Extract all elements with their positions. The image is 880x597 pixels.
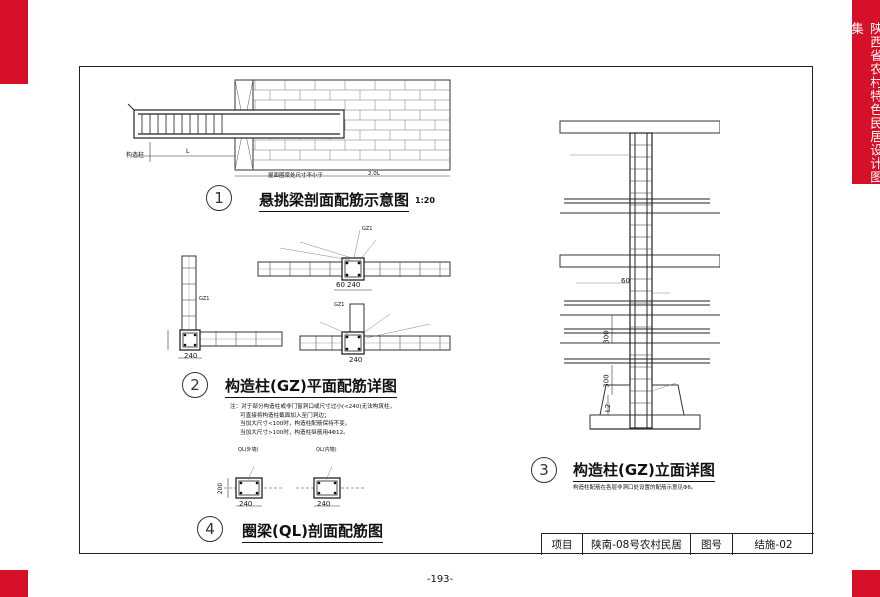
diagram-s4-ring-beam <box>224 465 364 507</box>
title-block-project-name: 陕南-08号农村民居 <box>583 534 691 555</box>
s2-label-gz1-top: GZ1 <box>362 226 373 232</box>
page-number: -193- <box>426 574 454 585</box>
section-2-number: 2 <box>182 372 208 398</box>
drawing-frame <box>79 66 813 554</box>
s2-dim-240-top: 240 <box>347 281 361 289</box>
title-block: 项目 陕南-08号农村民居 图号 结施-02 <box>541 533 814 555</box>
title-block-drawing-no: 结施-02 <box>754 539 793 551</box>
s2-dim-240-left: 240 <box>184 352 198 360</box>
red-tab-top-left <box>0 0 28 84</box>
s4-dim-240-b: 240 <box>317 500 331 508</box>
s2-note-line: 注：对于部分构造柱或非门窗洞口或尺寸过小(<240)无法构筑柱， <box>230 404 396 410</box>
s2-label-gz1-left: GZ1 <box>199 296 210 302</box>
s3-dim-300-b: 300 <box>602 374 611 388</box>
s3-dim-60: 60 <box>621 277 630 285</box>
s2-note-line: 可直接将构造柱截面加入至门洞边； <box>240 412 330 419</box>
s2-note-line: 当加大尺寸>100时，构造柱纵筋用4Φ12。 <box>240 429 349 436</box>
s4-dim-240-a: 240 <box>239 500 253 508</box>
section-4-title: 圈梁(QL)剖面配筋图 <box>242 520 384 543</box>
s2-notes: 注：对于部分构造柱或非门窗洞口或尺寸过小(<240)无法构筑柱， 可直接将构造柱… <box>230 403 395 437</box>
s1-label-dim: 2.0L <box>368 171 380 177</box>
section-1-number: 1 <box>206 185 232 211</box>
s2-label-gz1-bottom: GZ1 <box>334 302 345 308</box>
red-tab-bottom-left <box>0 570 28 597</box>
side-title: 陕西省农村特色民居设计图集 <box>849 0 880 184</box>
s1-label-column: 构造柱 <box>126 152 145 159</box>
s2-dim-60-top: 60 <box>336 281 345 289</box>
diagram-s3-gz-elevation <box>559 120 720 430</box>
title-block-drawing-label: 图号 <box>691 534 733 555</box>
s1-label-l: L <box>186 148 190 155</box>
s2-note-line: 当加大尺寸<100时，构造柱配筋保持不变。 <box>240 421 351 428</box>
s2-dim-240-bottom: 240 <box>349 356 363 364</box>
s3-dim-l2: L2 <box>604 403 613 413</box>
s4-dim-200: 200 <box>217 482 225 495</box>
title-block-project-label: 项目 <box>542 534 583 555</box>
s3-dim-300-a: 300 <box>602 330 611 344</box>
section-3-title: 构造柱(GZ)立面详图 <box>573 459 715 482</box>
s4-label-ql1: QL(外墙) <box>238 447 259 453</box>
section-1-title: 悬挑梁剖面配筋示意图 <box>259 189 410 212</box>
diagram-s2-gz-plan <box>167 229 451 359</box>
s4-label-ql2: QL(内墙) <box>316 447 337 453</box>
section-1-scale: 1:20 <box>415 196 435 205</box>
red-tab-bottom-right <box>852 570 880 597</box>
section-4-number: 4 <box>197 516 223 542</box>
s1-label-bottom-note: 屋面圈梁处尺寸不小于 <box>268 173 324 179</box>
section-3-number: 3 <box>531 457 557 483</box>
section-2-title: 构造柱(GZ)平面配筋详图 <box>225 375 397 398</box>
diagram-s1-cantilever <box>127 79 451 177</box>
s3-caption: 构造柱配筋在各层非洞口处设置的配筋示意见Φ6。 <box>573 485 697 491</box>
